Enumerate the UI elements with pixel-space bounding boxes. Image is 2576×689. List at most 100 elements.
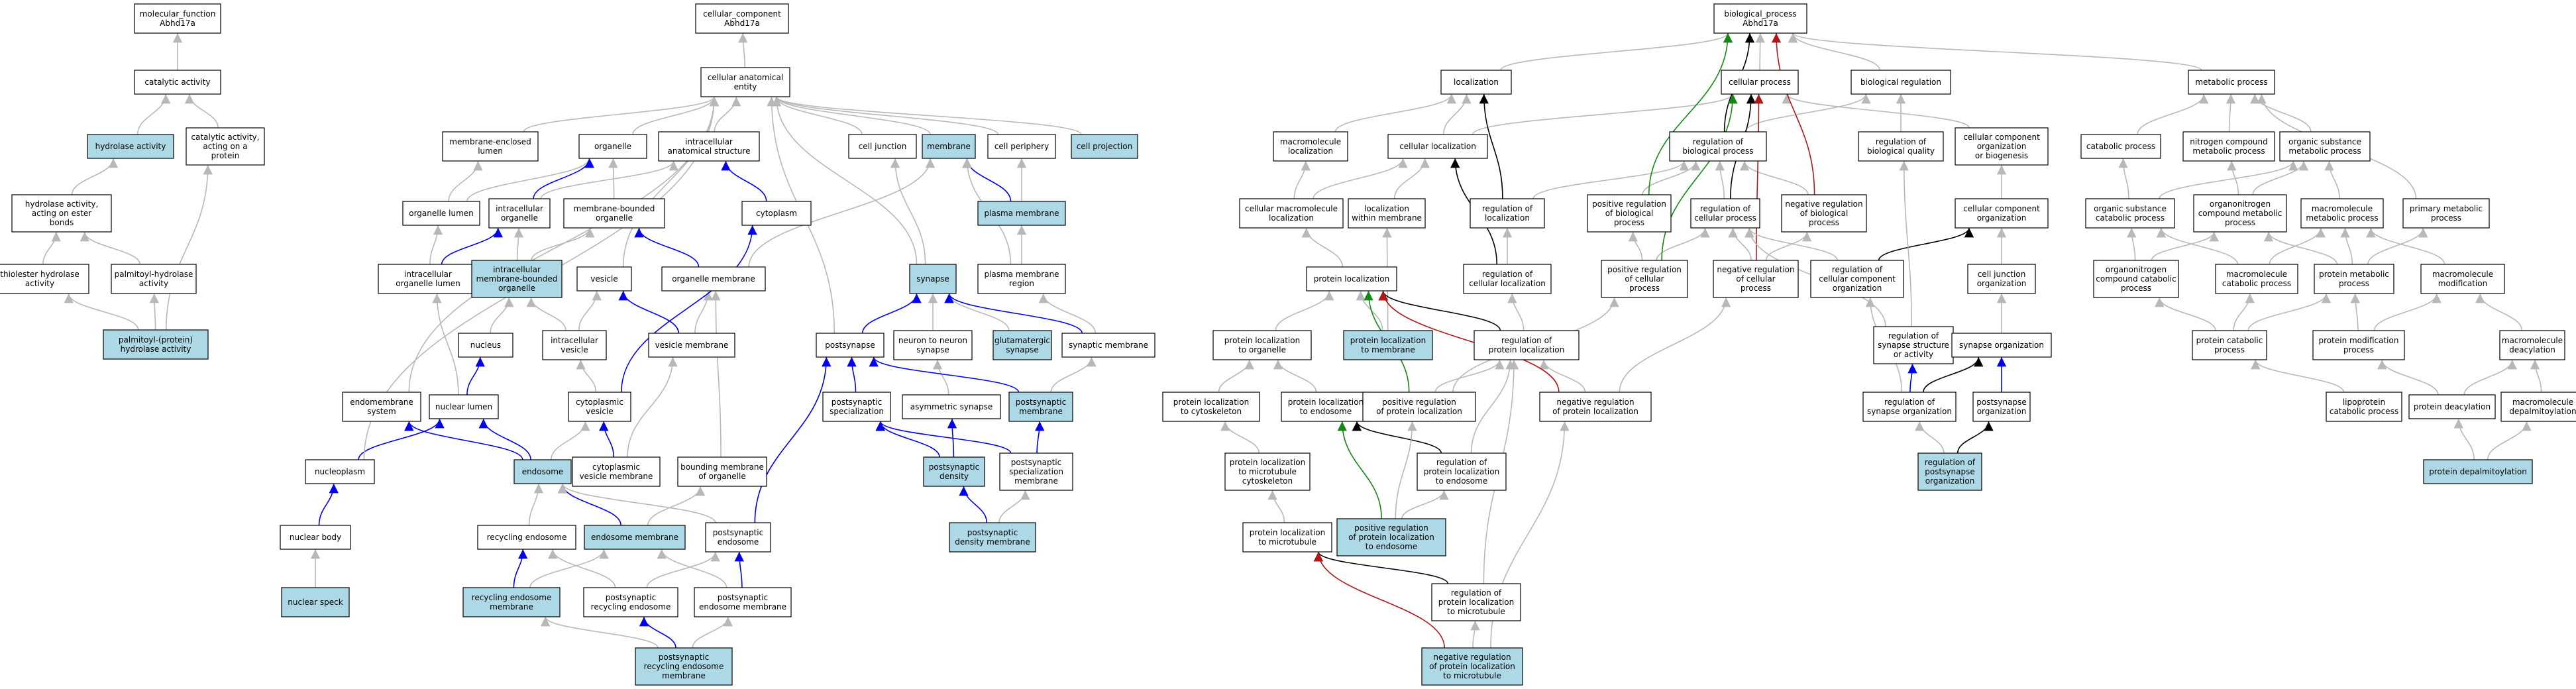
node-cyto[interactable]: cytoplasm: [741, 201, 812, 226]
node-breg[interactable]: biological regulation: [1851, 70, 1951, 95]
node-cat[interactable]: catalytic activity: [134, 70, 221, 95]
node-cp[interactable]: cellular process: [1721, 70, 1799, 95]
node-nb[interactable]: nuclear body: [280, 525, 351, 550]
node-pdeac[interactable]: protein deacylation: [2408, 394, 2496, 419]
node-ns[interactable]: nuclear speck: [281, 587, 350, 617]
node-ppha[interactable]: palmitoyl-(protein)hydrolase activity: [103, 329, 209, 360]
node-syn[interactable]: synapse: [909, 264, 957, 294]
node-catp[interactable]: catabolic process: [2080, 134, 2161, 159]
node-orgl[interactable]: organelle lumen: [402, 201, 480, 226]
node-endo[interactable]: endosome: [513, 459, 572, 484]
node-asyn[interactable]: asymmetric synapse: [902, 394, 1001, 419]
node-mem[interactable]: membrane: [922, 134, 976, 159]
node-vm[interactable]: vesicle membrane: [648, 333, 735, 358]
node-cl[interactable]: cellular localization: [1387, 134, 1488, 159]
node-np[interactable]: nucleoplasm: [305, 459, 375, 484]
node-cj[interactable]: cell junction: [848, 134, 917, 159]
node-nuc[interactable]: nucleus: [458, 333, 513, 358]
node-ves[interactable]: vesicle: [576, 266, 632, 292]
node-cproj[interactable]: cell projection: [1071, 134, 1138, 159]
node-cper[interactable]: cell periphery: [987, 134, 1056, 159]
node-nl[interactable]: nuclear lumen: [429, 394, 499, 419]
node-hyd[interactable]: hydrolase activity: [87, 134, 174, 159]
node-sm[interactable]: synaptic membrane: [1061, 333, 1155, 358]
node-so[interactable]: synapse organization: [1951, 333, 2052, 358]
node-om[interactable]: organelle membrane: [661, 266, 766, 292]
node-org[interactable]: organelle: [578, 134, 647, 159]
node-pm[interactable]: plasma membrane: [977, 201, 1066, 226]
node-re[interactable]: recycling endosome: [477, 525, 576, 550]
